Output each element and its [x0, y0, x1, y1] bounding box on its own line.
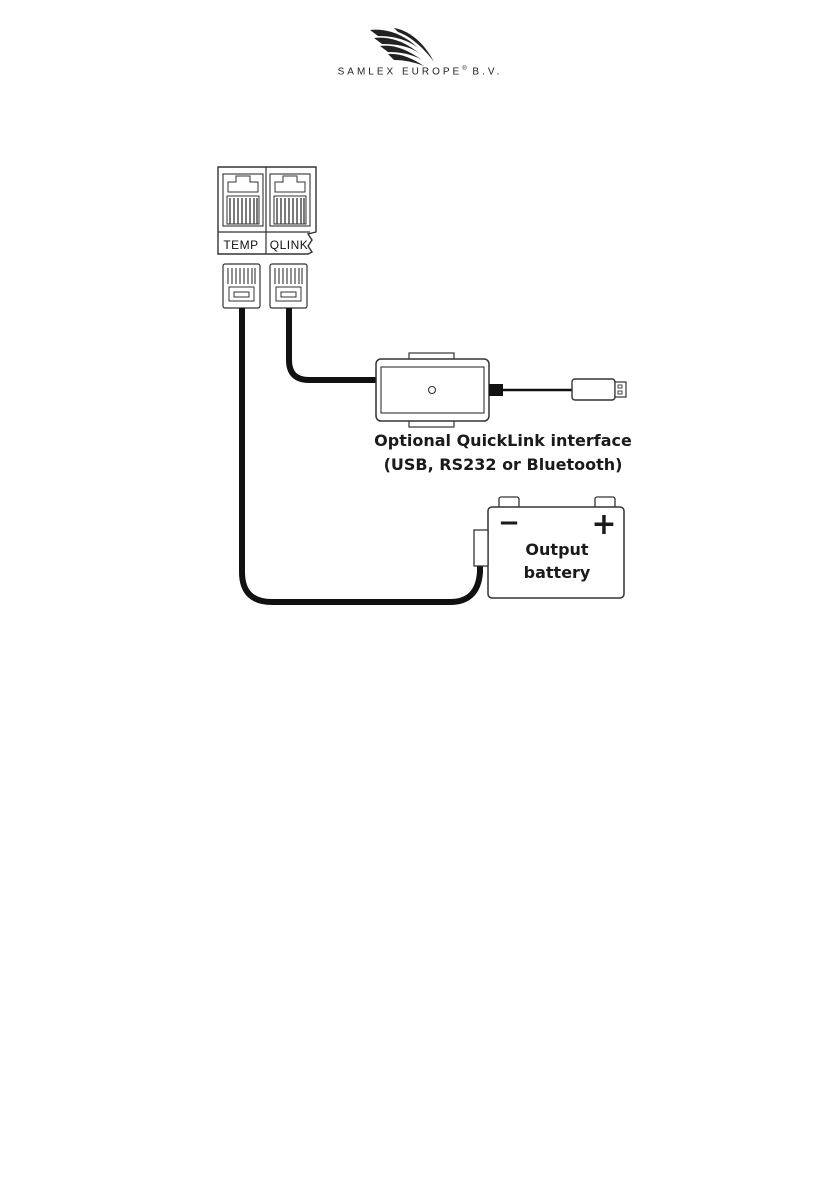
temp-sensor-clamp [474, 530, 488, 566]
qlink-rj-plug [270, 264, 307, 308]
quicklink-interface-box [376, 353, 489, 427]
output-battery: − + Output battery [474, 497, 624, 598]
usb-cable [489, 384, 572, 396]
usb-plug-icon [572, 379, 626, 400]
temp-port-jack [223, 174, 263, 226]
qlink-port-jack [270, 174, 310, 226]
battery-label-line2: battery [524, 563, 591, 582]
temp-rj-plug [223, 264, 260, 308]
qlink-cable [289, 308, 378, 380]
status-led-icon [429, 387, 436, 394]
battery-positive-symbol: + [591, 507, 616, 542]
temp-port-label: TEMP [223, 238, 258, 252]
interface-label-line1: Optional QuickLink interface [374, 431, 632, 450]
qlink-port-label: QLINK [270, 238, 309, 252]
battery-label-line1: Output [525, 540, 588, 559]
interface-label-line2: (USB, RS232 or Bluetooth) [384, 455, 623, 474]
battery-negative-symbol: − [498, 508, 520, 538]
